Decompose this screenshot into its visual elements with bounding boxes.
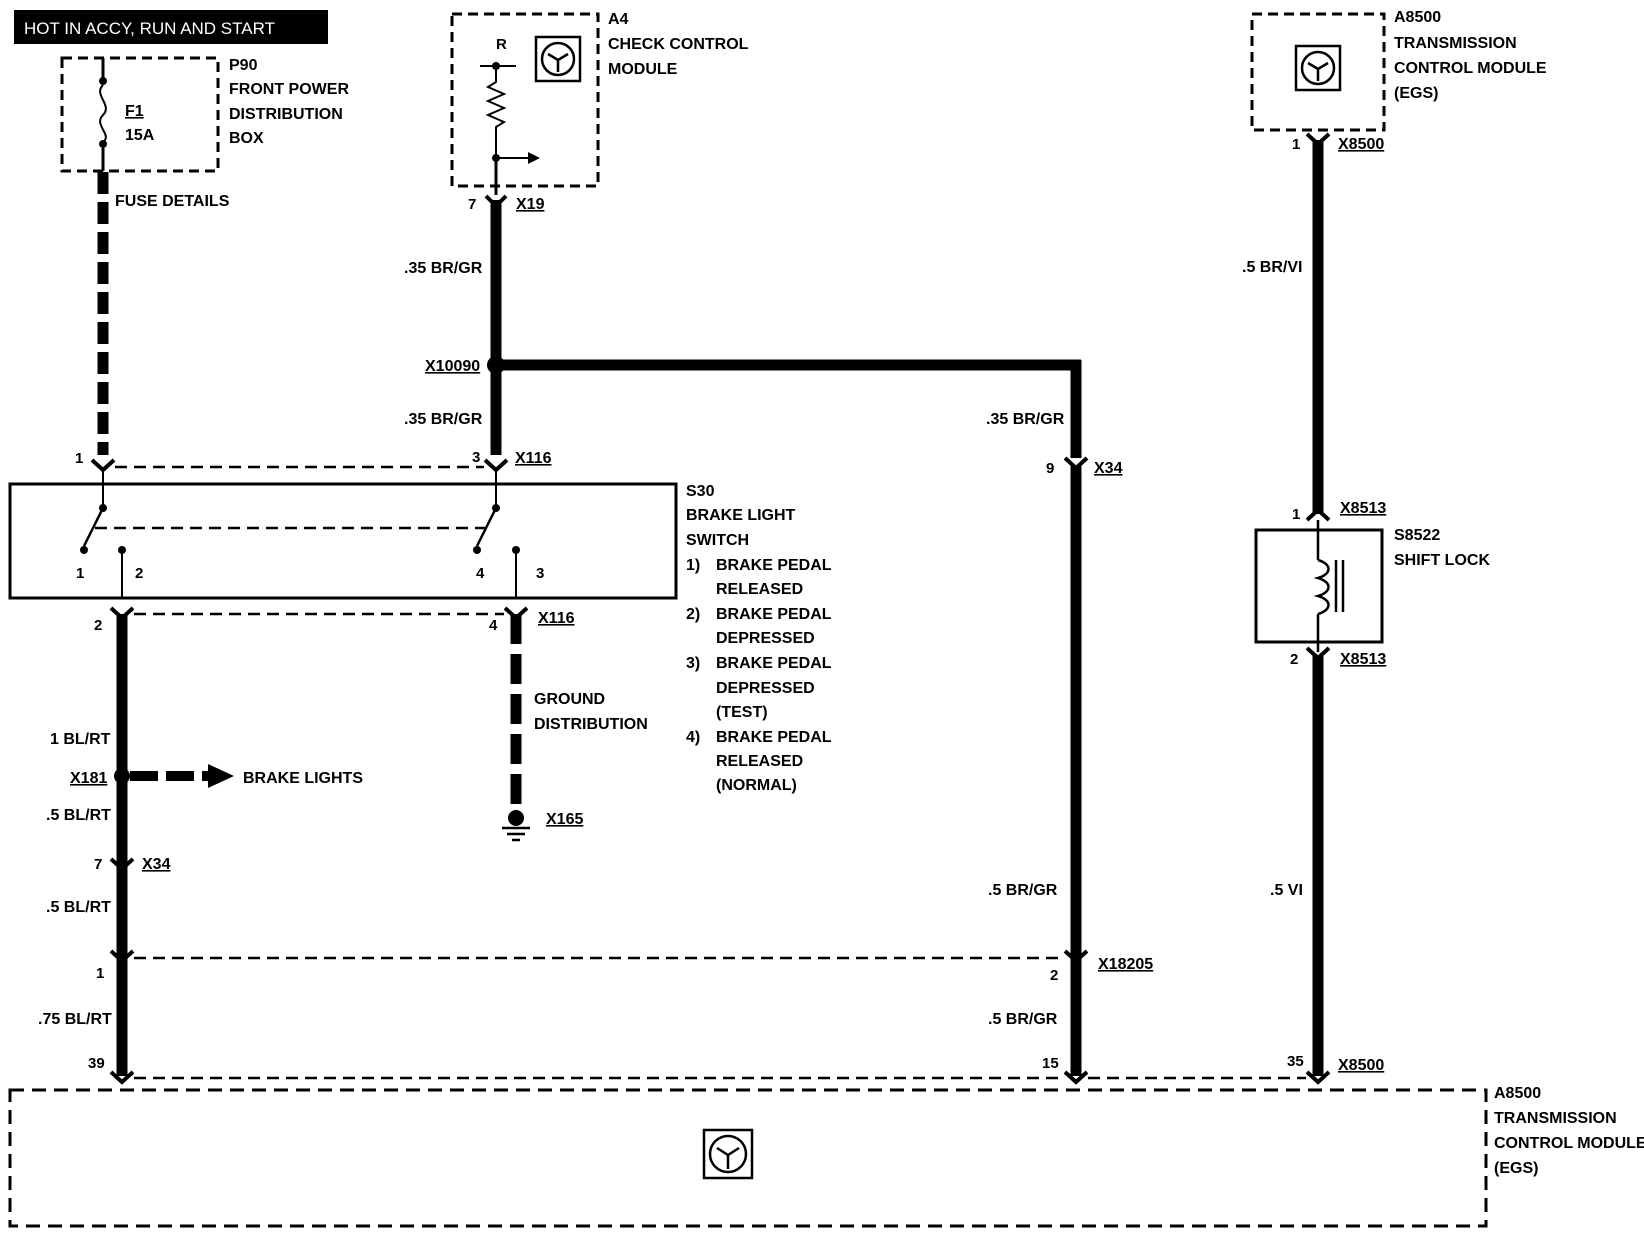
connector-x181: X181 bbox=[70, 770, 107, 787]
p90-front-power-distribution-box: P90 FRONT POWER DISTRIBUTION BOX F1 15A bbox=[60, 56, 349, 173]
svg-text:DISTRIBUTION: DISTRIBUTION bbox=[229, 106, 343, 123]
s30-state-3-l1: BRAKE PEDAL bbox=[716, 655, 832, 672]
s30-name-1: BRAKE LIGHT bbox=[686, 507, 796, 524]
s8522-id: S8522 bbox=[1394, 527, 1440, 544]
svg-text:(EGS): (EGS) bbox=[1494, 1160, 1538, 1177]
wire-label-x34-x18205-right: .5 BR/GR bbox=[988, 882, 1058, 899]
svg-text:4: 4 bbox=[476, 565, 485, 582]
s30-state-1-l2: RELEASED bbox=[716, 581, 803, 598]
svg-text:CONTROL MODULE: CONTROL MODULE bbox=[1394, 60, 1547, 77]
svg-text:A4: A4 bbox=[608, 11, 629, 28]
pin-p90-out: 1 bbox=[75, 450, 83, 467]
connector-x116-bottom: X116 bbox=[538, 610, 575, 627]
connector-x165: X165 bbox=[546, 811, 583, 828]
pin-x8513-bottom: 2 bbox=[1290, 651, 1298, 668]
s30-state-3-l2: DEPRESSED bbox=[716, 680, 815, 697]
connector-x8500-top: X8500 bbox=[1338, 136, 1384, 153]
wire-label-x18205-egs-right: .5 BR/GR bbox=[988, 1011, 1058, 1028]
connector-x8500-bottom: X8500 bbox=[1338, 1057, 1384, 1074]
header-title: HOT IN ACCY, RUN AND START bbox=[24, 19, 275, 38]
ground-icon bbox=[502, 810, 530, 842]
svg-text:(EGS): (EGS) bbox=[1394, 85, 1438, 102]
wire-label-x18205-egs: .75 BL/RT bbox=[38, 1011, 112, 1028]
s30-state-4-num: 4) bbox=[686, 729, 700, 746]
wire-label-egs-top: .5 BR/VI bbox=[1242, 259, 1302, 276]
wire-label-x10090-x34: .35 BR/GR bbox=[986, 411, 1065, 428]
pin-s30-in3: 3 bbox=[472, 449, 480, 466]
brake-lights-label: BRAKE LIGHTS bbox=[243, 770, 363, 787]
svg-text:A8500: A8500 bbox=[1394, 9, 1441, 26]
splice-x181 bbox=[114, 768, 130, 784]
ground-distribution-2: DISTRIBUTION bbox=[534, 716, 648, 733]
pin-egs-15: 15 bbox=[1042, 1055, 1059, 1072]
connector-x10090: X10090 bbox=[425, 358, 480, 375]
connector-x8513-bottom: X8513 bbox=[1340, 651, 1386, 668]
svg-text:2: 2 bbox=[135, 565, 143, 582]
wire-label-s30-x181: 1 BL/RT bbox=[50, 731, 111, 748]
s30-state-4-l2: RELEASED bbox=[716, 753, 803, 770]
a8500-bottom-transmission-control-module: A8500 TRANSMISSION CONTROL MODULE (EGS) bbox=[8, 1085, 1644, 1228]
module-icon bbox=[534, 35, 582, 83]
pin-x34-left: 7 bbox=[94, 856, 102, 873]
connector-x116-top: X116 bbox=[515, 450, 552, 467]
wire-label-x34-x18205: .5 BL/RT bbox=[46, 899, 111, 916]
connector-x18205: X18205 bbox=[1098, 956, 1153, 973]
s30-brake-light-switch: 1 2 4 3 bbox=[8, 470, 678, 600]
pin-s30-out2: 2 bbox=[94, 617, 102, 634]
svg-text:FRONT POWER: FRONT POWER bbox=[229, 81, 349, 98]
pin-x18205-right: 2 bbox=[1050, 967, 1058, 984]
pin-x8513-top: 1 bbox=[1292, 506, 1300, 523]
svg-text:TRANSMISSION: TRANSMISSION bbox=[1494, 1110, 1617, 1127]
s30-name-2: SWITCH bbox=[686, 532, 749, 549]
pin-egs-35: 35 bbox=[1287, 1053, 1304, 1070]
pin-egs-39: 39 bbox=[88, 1055, 105, 1072]
connector-x34-left: X34 bbox=[142, 856, 171, 873]
wire-label-x181-x34: .5 BL/RT bbox=[46, 807, 111, 824]
connector-x19: X19 bbox=[516, 196, 545, 213]
s30-id: S30 bbox=[686, 483, 715, 500]
wire-label-a4-x10090: .35 BR/GR bbox=[404, 260, 483, 277]
pin-x18205-left: 1 bbox=[96, 965, 104, 982]
s8522-name: SHIFT LOCK bbox=[1394, 552, 1490, 569]
connector-x8513-top: X8513 bbox=[1340, 500, 1386, 517]
s8522-shift-lock bbox=[1254, 520, 1384, 652]
header-bar bbox=[14, 10, 328, 44]
connector-x34-right: X34 bbox=[1094, 460, 1123, 477]
svg-text:BOX: BOX bbox=[229, 130, 264, 147]
fuse-f1-icon bbox=[99, 77, 107, 148]
svg-text:P90: P90 bbox=[229, 57, 258, 74]
svg-text:CHECK CONTROL: CHECK CONTROL bbox=[608, 36, 749, 53]
svg-text:15A: 15A bbox=[125, 127, 155, 144]
svg-text:CONTROL MODULE: CONTROL MODULE bbox=[1494, 1135, 1644, 1152]
svg-text:TRANSMISSION: TRANSMISSION bbox=[1394, 35, 1517, 52]
pin-a4: 7 bbox=[468, 196, 476, 213]
s30-state-2-l1: BRAKE PEDAL bbox=[716, 606, 832, 623]
ground-distribution-1: GROUND bbox=[534, 691, 605, 708]
s30-state-2-num: 2) bbox=[686, 606, 700, 623]
s30-state-3-l3: (TEST) bbox=[716, 704, 768, 721]
wire-label-x10090-s30: .35 BR/GR bbox=[404, 411, 483, 428]
pin-x8500-top: 1 bbox=[1292, 136, 1300, 153]
svg-text:MODULE: MODULE bbox=[608, 61, 678, 78]
fuse-details-label: FUSE DETAILS bbox=[115, 193, 230, 210]
wire-label-shift-lower: .5 VI bbox=[1270, 882, 1303, 899]
svg-text:3: 3 bbox=[536, 565, 544, 582]
s30-state-3-num: 3) bbox=[686, 655, 700, 672]
a8500-top-transmission-control-module: A8500 TRANSMISSION CONTROL MODULE (EGS) bbox=[1250, 9, 1547, 132]
s30-state-1-l1: BRAKE PEDAL bbox=[716, 557, 832, 574]
s30-state-1-num: 1) bbox=[686, 557, 700, 574]
svg-text:R: R bbox=[496, 36, 507, 53]
pin-x34-right: 9 bbox=[1046, 460, 1054, 477]
svg-text:A8500: A8500 bbox=[1494, 1085, 1541, 1102]
s30-state-4-l1: BRAKE PEDAL bbox=[716, 729, 832, 746]
svg-text:F1: F1 bbox=[125, 103, 144, 120]
s30-state-2-l2: DEPRESSED bbox=[716, 630, 815, 647]
arrow-right-icon bbox=[208, 764, 234, 788]
pin-s30-out4: 4 bbox=[489, 617, 498, 634]
svg-text:1: 1 bbox=[76, 565, 84, 582]
s30-state-4-l3: (NORMAL) bbox=[716, 777, 797, 794]
a4-check-control-module: A4 CHECK CONTROL MODULE R bbox=[450, 11, 749, 188]
